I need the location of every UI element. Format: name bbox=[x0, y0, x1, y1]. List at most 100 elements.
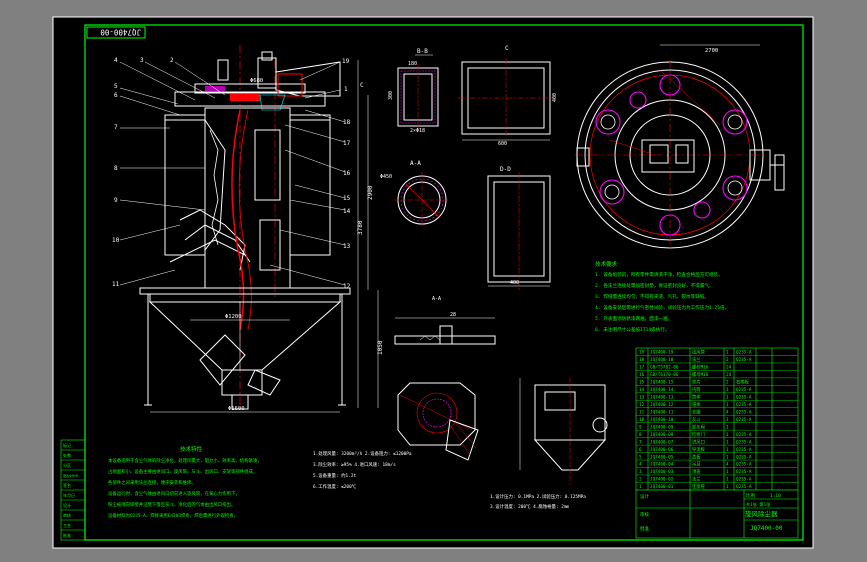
svg-text:6. 未注明尺寸公差按IT14级执行。: 6. 未注明尺寸公差按IT14级执行。 bbox=[595, 326, 670, 333]
bom-cell: 1 bbox=[726, 402, 729, 408]
bom-cell: 24 bbox=[726, 372, 732, 378]
flange-detail bbox=[397, 382, 479, 461]
svg-text:Φ1600: Φ1600 bbox=[228, 406, 245, 412]
svg-text:处数: 处数 bbox=[63, 452, 71, 458]
bom-cell: Q235-A bbox=[736, 350, 752, 356]
svg-text:A-A: A-A bbox=[432, 296, 441, 302]
bom-cell: JQ7400-11 bbox=[650, 409, 674, 415]
bom-cell: Q235-A bbox=[736, 454, 752, 460]
callout-8: 8 bbox=[114, 165, 118, 172]
bom-cell: 10 bbox=[639, 417, 645, 423]
callout-6: 6 bbox=[114, 92, 118, 99]
bom-cell: 4 bbox=[639, 462, 642, 468]
bom-cell: 内筒 bbox=[692, 386, 701, 393]
bom-cell: JQ7400-12 bbox=[650, 402, 674, 408]
spec-block: 1.处理风量: 3200m³/h 2.设备阻力: ≤1200Pa 3.除尘效率:… bbox=[313, 450, 586, 510]
bom-cell: 顶盖 bbox=[692, 468, 701, 475]
svg-text:年月日: 年月日 bbox=[63, 492, 75, 498]
bom-cell: 法兰 bbox=[692, 476, 701, 483]
bom-cell: 7 bbox=[639, 439, 642, 445]
callout-5: 5 bbox=[114, 83, 118, 90]
svg-text:占地面积小。设备主要由进风口、旋风筒、灰斗、出风口、支架等部: 占地面积小。设备主要由进风口、旋风筒、灰斗、出风口、支架等部件组成， bbox=[108, 468, 257, 475]
bom-cell: 1 bbox=[726, 469, 729, 475]
drawing-sheet bbox=[53, 17, 813, 548]
svg-text:3. 焊缝需连续均匀，不得有夹渣、气孔、裂纹等缺陷。: 3. 焊缝需连续均匀，不得有夹渣、气孔、裂纹等缺陷。 bbox=[595, 293, 709, 300]
svg-text:比例: 比例 bbox=[746, 492, 755, 499]
bom-cell: 1 bbox=[726, 454, 729, 460]
bom-cell: Q235-A bbox=[736, 417, 752, 423]
callout-7: 7 bbox=[114, 124, 118, 131]
bom-cell: 1 bbox=[726, 477, 729, 483]
svg-text:1:10: 1:10 bbox=[770, 493, 781, 499]
callout-10: 10 bbox=[112, 237, 120, 244]
bom-cell: 2 bbox=[639, 477, 642, 483]
bom-cell: Q235-A bbox=[736, 357, 752, 363]
bom-cell: 支腿 bbox=[692, 408, 701, 415]
svg-text:Φ1200: Φ1200 bbox=[225, 314, 242, 320]
bom-cell: 1 bbox=[726, 439, 729, 445]
bom-cell: GB/T5782-86 bbox=[650, 365, 679, 371]
callout-11: 11 bbox=[112, 281, 120, 288]
bom-cell: JQ7400-02 bbox=[650, 477, 674, 483]
bom-cell: JQ7400-05 bbox=[650, 454, 674, 460]
callout-4: 4 bbox=[114, 57, 118, 64]
bom-cell: 盖板 bbox=[692, 453, 701, 460]
bom-cell: Q235-A bbox=[736, 477, 752, 483]
bom-cell: Q235-A bbox=[736, 402, 752, 408]
bom-cell: JQ7400-10 bbox=[650, 417, 674, 423]
bom-cell: JQ7400-06 bbox=[650, 447, 674, 453]
bom-cell: 灰斗 bbox=[692, 416, 701, 423]
bom-cell: JQ7400-03 bbox=[650, 469, 674, 475]
bom-cell: 螺母M16 bbox=[692, 371, 709, 378]
bom-cell: 1 bbox=[726, 447, 729, 453]
main-elevation-view: 3780 2900 1050 Φ1600 Φ1200 Φ680 bbox=[139, 45, 384, 413]
bom-cell: 1 bbox=[726, 394, 729, 400]
svg-text:设计: 设计 bbox=[640, 493, 649, 500]
svg-text:本设备适用于含尘气体的除尘净化，处理风量大，阻力小，效率高，: 本设备适用于含尘气体的除尘净化，处理风量大，阻力小，效率高，结构紧凑， bbox=[108, 457, 262, 464]
sheet-inner-frame bbox=[84, 24, 804, 541]
sheet-outer-border bbox=[52, 16, 814, 549]
bom-cell: Q235-A bbox=[736, 447, 752, 453]
svg-text:批准: 批准 bbox=[63, 532, 71, 538]
bom-cell: Q235-A bbox=[736, 469, 752, 475]
svg-text:5.设备重量: 约1.2t: 5.设备重量: 约1.2t bbox=[313, 472, 356, 479]
bom-cell: 法兰 bbox=[692, 356, 701, 363]
svg-text:28: 28 bbox=[450, 312, 456, 318]
bom-cell: 1 bbox=[726, 432, 729, 438]
callout-13: 13 bbox=[343, 243, 351, 250]
bom-cell: Q235-A bbox=[736, 484, 752, 490]
bom-cell: 螺栓M16 bbox=[692, 364, 709, 371]
bom-cell: JQ7400-08 bbox=[650, 432, 674, 438]
bom-cell: 1 bbox=[726, 387, 729, 393]
svg-text:B-B: B-B bbox=[417, 48, 428, 55]
svg-text:设备材料为Q235-A，焊接采用E4303焊条，焊后需进行外: 设备材料为Q235-A，焊接采用E4303焊条，焊后需进行外观检查。 bbox=[108, 512, 238, 519]
bom-cell: 导流板 bbox=[692, 446, 706, 453]
svg-text:2700: 2700 bbox=[705, 48, 718, 54]
callout-18: 18 bbox=[343, 119, 351, 126]
svg-text:工艺: 工艺 bbox=[63, 523, 71, 528]
callout-3: 3 bbox=[140, 57, 144, 64]
title-block-text: 旋风除尘器 JQ7400-00 比例 1:10 共1张 第1张 设计 审核 批准 bbox=[640, 492, 783, 532]
bom-cell: 检修门 bbox=[692, 431, 705, 438]
svg-text:分区: 分区 bbox=[63, 462, 71, 468]
svg-text:Φ450: Φ450 bbox=[380, 174, 392, 180]
bom-cell: JQ7400-15 bbox=[650, 380, 674, 386]
bom-cell: 锥体 bbox=[692, 401, 701, 408]
svg-text:4. 设备安装后需进行气密性试验，试验压力为工作压力1.25: 4. 设备安装后需进行气密性试验，试验压力为工作压力1.25倍。 bbox=[595, 304, 729, 311]
bom-cell: 15 bbox=[639, 380, 645, 386]
bom-cell: 13 bbox=[639, 394, 645, 400]
svg-text:6.工作温度: ≤200℃: 6.工作温度: ≤200℃ bbox=[313, 483, 357, 490]
bom-cell: 18 bbox=[639, 357, 645, 363]
bom-cell: Q235-A bbox=[736, 394, 752, 400]
bom-cell: JQ7400-01 bbox=[650, 484, 674, 490]
callout-numbers-right: 19 1 18 17 16 15 14 13 12 bbox=[342, 58, 351, 290]
svg-text:180: 180 bbox=[408, 61, 417, 67]
svg-text:Φ680: Φ680 bbox=[250, 78, 263, 84]
bom-cell: 12 bbox=[639, 402, 645, 408]
bom-cell: 17 bbox=[639, 365, 645, 371]
bom-cell: 5 bbox=[639, 454, 642, 460]
tech-requirements: 技术要求 1. 设备组装前，所有零件需清洗干净，检查合格后方可组装。 2. 各法… bbox=[595, 260, 729, 333]
svg-text:D-D: D-D bbox=[500, 166, 511, 173]
bom-cell: 1 bbox=[726, 417, 729, 423]
